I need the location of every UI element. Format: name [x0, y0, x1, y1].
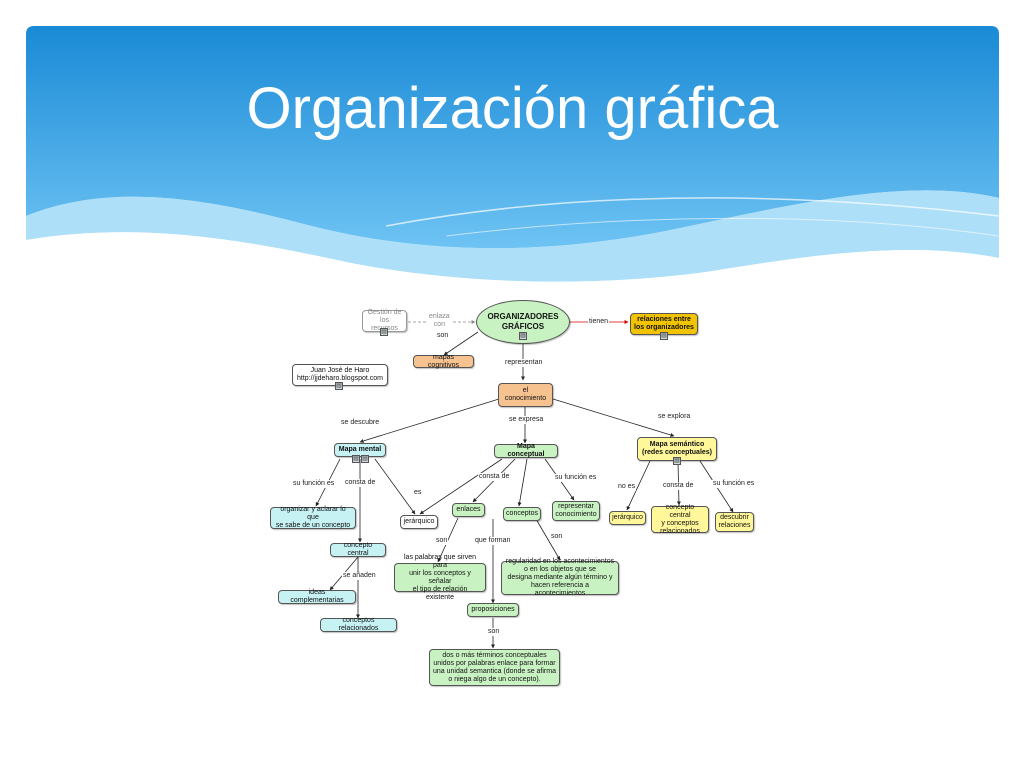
- node-autor: Juan José de Haro http://jjdeharo.blogsp…: [292, 364, 388, 386]
- edge: [419, 458, 503, 515]
- node-ideas-complementarias: ideas complementarias: [278, 589, 356, 604]
- link-label-no-es: no es: [617, 483, 637, 491]
- node-mapa-mental: Mapa mental: [334, 443, 386, 457]
- link-label-tienen: tienen: [588, 318, 610, 326]
- node-organizar-aclarar: organizar y aclarar lo que se sabe de un…: [270, 506, 356, 529]
- node-mapas-cognitivos: mapas cognitivos: [413, 354, 474, 369]
- link-label-consta-de-mm: consta de: [344, 479, 377, 487]
- link-label-se-anaden: se añaden: [342, 572, 377, 580]
- edge: [535, 518, 561, 561]
- node-conceptos-relacionados: conceptos relacionados: [320, 617, 397, 632]
- link-label-son-proposiciones: son: [487, 628, 501, 636]
- link-label-son-conceptos: son: [550, 533, 564, 541]
- edge: [443, 331, 479, 356]
- link-icon[interactable]: [361, 455, 369, 463]
- slide-title: Organización gráfica: [246, 76, 779, 141]
- link-icon[interactable]: [519, 332, 527, 340]
- edge: [626, 460, 651, 511]
- node-proposiciones: proposiciones: [467, 603, 519, 617]
- node-jerarquico-ms: jerárquico: [609, 511, 646, 525]
- link-icon[interactable]: [673, 457, 681, 465]
- link-label-que-forman: que forman: [474, 537, 512, 545]
- link-label-es: es: [413, 489, 423, 497]
- link-label-su-funcion-mc: su función es: [554, 474, 598, 482]
- link-label-su-funcion-ms: su función es: [712, 480, 756, 488]
- node-jerarquico-mm: jerárquico: [400, 515, 438, 529]
- node-concepto-central-ms: concepto central y conceptos relacionado…: [651, 504, 709, 535]
- node-regularidad: regularidad en los acontecimientos o en …: [501, 558, 619, 597]
- link-label-consta-de-ms: consta de: [662, 482, 695, 490]
- link-icon[interactable]: [352, 455, 360, 463]
- node-conceptos: conceptos: [503, 507, 541, 521]
- node-palabras-enlace: las palabras que sirven para unir los co…: [394, 554, 486, 601]
- edge: [374, 458, 416, 515]
- node-descubrir-relaciones: descubrir relaciones: [715, 512, 754, 532]
- edge: [359, 398, 500, 443]
- node-representar-conocimiento: representar conocimiento: [552, 501, 600, 521]
- link-label-se-explora: se explora: [657, 413, 692, 421]
- node-mapa-conceptual: Mapa conceptual: [494, 443, 558, 458]
- link-icon[interactable]: [380, 328, 388, 336]
- node-enlaces: enlaces: [452, 503, 485, 517]
- link-icon[interactable]: [660, 332, 668, 340]
- node-concepto-central-mm: concepto central: [330, 542, 386, 557]
- link-label-consta-de-mc: consta de: [478, 473, 511, 481]
- link-icon[interactable]: [335, 382, 343, 390]
- header-banner: [26, 26, 999, 296]
- link-label-se-descubre: se descubre: [340, 419, 381, 427]
- link-label-representan: representan: [504, 359, 544, 367]
- link-label-enlaza-con: enlaza con: [428, 313, 451, 329]
- node-el-conocimiento: el conocimiento: [498, 383, 553, 407]
- edge: [517, 458, 528, 507]
- link-label-son: son: [436, 332, 450, 340]
- link-label-su-funcion-mm: su función es: [292, 480, 336, 488]
- edge: [552, 398, 675, 437]
- link-label-se-expresa: se expresa: [508, 416, 545, 424]
- node-dos-o-mas-terminos: dos o más términos conceptuales unidos p…: [429, 649, 560, 686]
- link-label-son-enlaces: son: [435, 537, 449, 545]
